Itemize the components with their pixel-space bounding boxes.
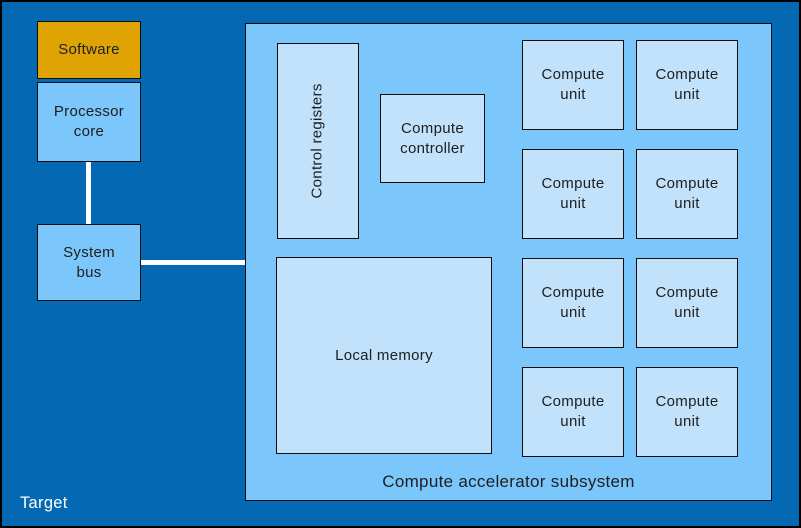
compute-unit-box: Compute unit — [522, 258, 624, 348]
target-caption: Target — [20, 494, 68, 512]
compute-unit-label: Compute unit — [655, 175, 719, 212]
compute-unit-label: Compute unit — [541, 393, 605, 430]
bus-to-accelerator-connector — [141, 260, 246, 265]
software-box: Software — [37, 21, 141, 79]
core-to-bus-connector — [86, 162, 91, 224]
compute-unit-box: Compute unit — [522, 40, 624, 130]
subsystem-caption: Compute accelerator subsystem — [382, 472, 635, 491]
compute-unit-box: Compute unit — [522, 367, 624, 457]
compute-unit-label: Compute unit — [655, 66, 719, 103]
processor-core-label: Processor core — [53, 103, 125, 140]
system-bus-label: System bus — [63, 243, 115, 281]
processor-core-box: Processor core — [37, 82, 141, 162]
compute-unit-label: Compute unit — [655, 393, 719, 430]
compute-unit-label: Compute unit — [541, 175, 605, 212]
compute-accelerator-subsystem-panel: Control registers Compute controller Loc… — [245, 23, 772, 501]
compute-unit-label: Compute unit — [655, 284, 719, 321]
local-memory-box: Local memory — [276, 257, 492, 454]
compute-unit-box: Compute unit — [636, 258, 738, 348]
system-bus-box: System bus — [37, 224, 141, 301]
compute-unit-label: Compute unit — [541, 66, 605, 103]
compute-unit-box: Compute unit — [636, 149, 738, 239]
local-memory-label: Local memory — [335, 346, 433, 364]
software-label: Software — [58, 41, 120, 59]
control-registers-box: Control registers — [277, 43, 359, 239]
compute-unit-box: Compute unit — [522, 149, 624, 239]
compute-controller-box: Compute controller — [380, 94, 485, 183]
compute-unit-box: Compute unit — [636, 40, 738, 130]
compute-unit-label: Compute unit — [541, 284, 605, 321]
control-registers-label: Control registers — [309, 83, 327, 199]
compute-unit-box: Compute unit — [636, 367, 738, 457]
compute-controller-label: Compute controller — [400, 119, 465, 157]
